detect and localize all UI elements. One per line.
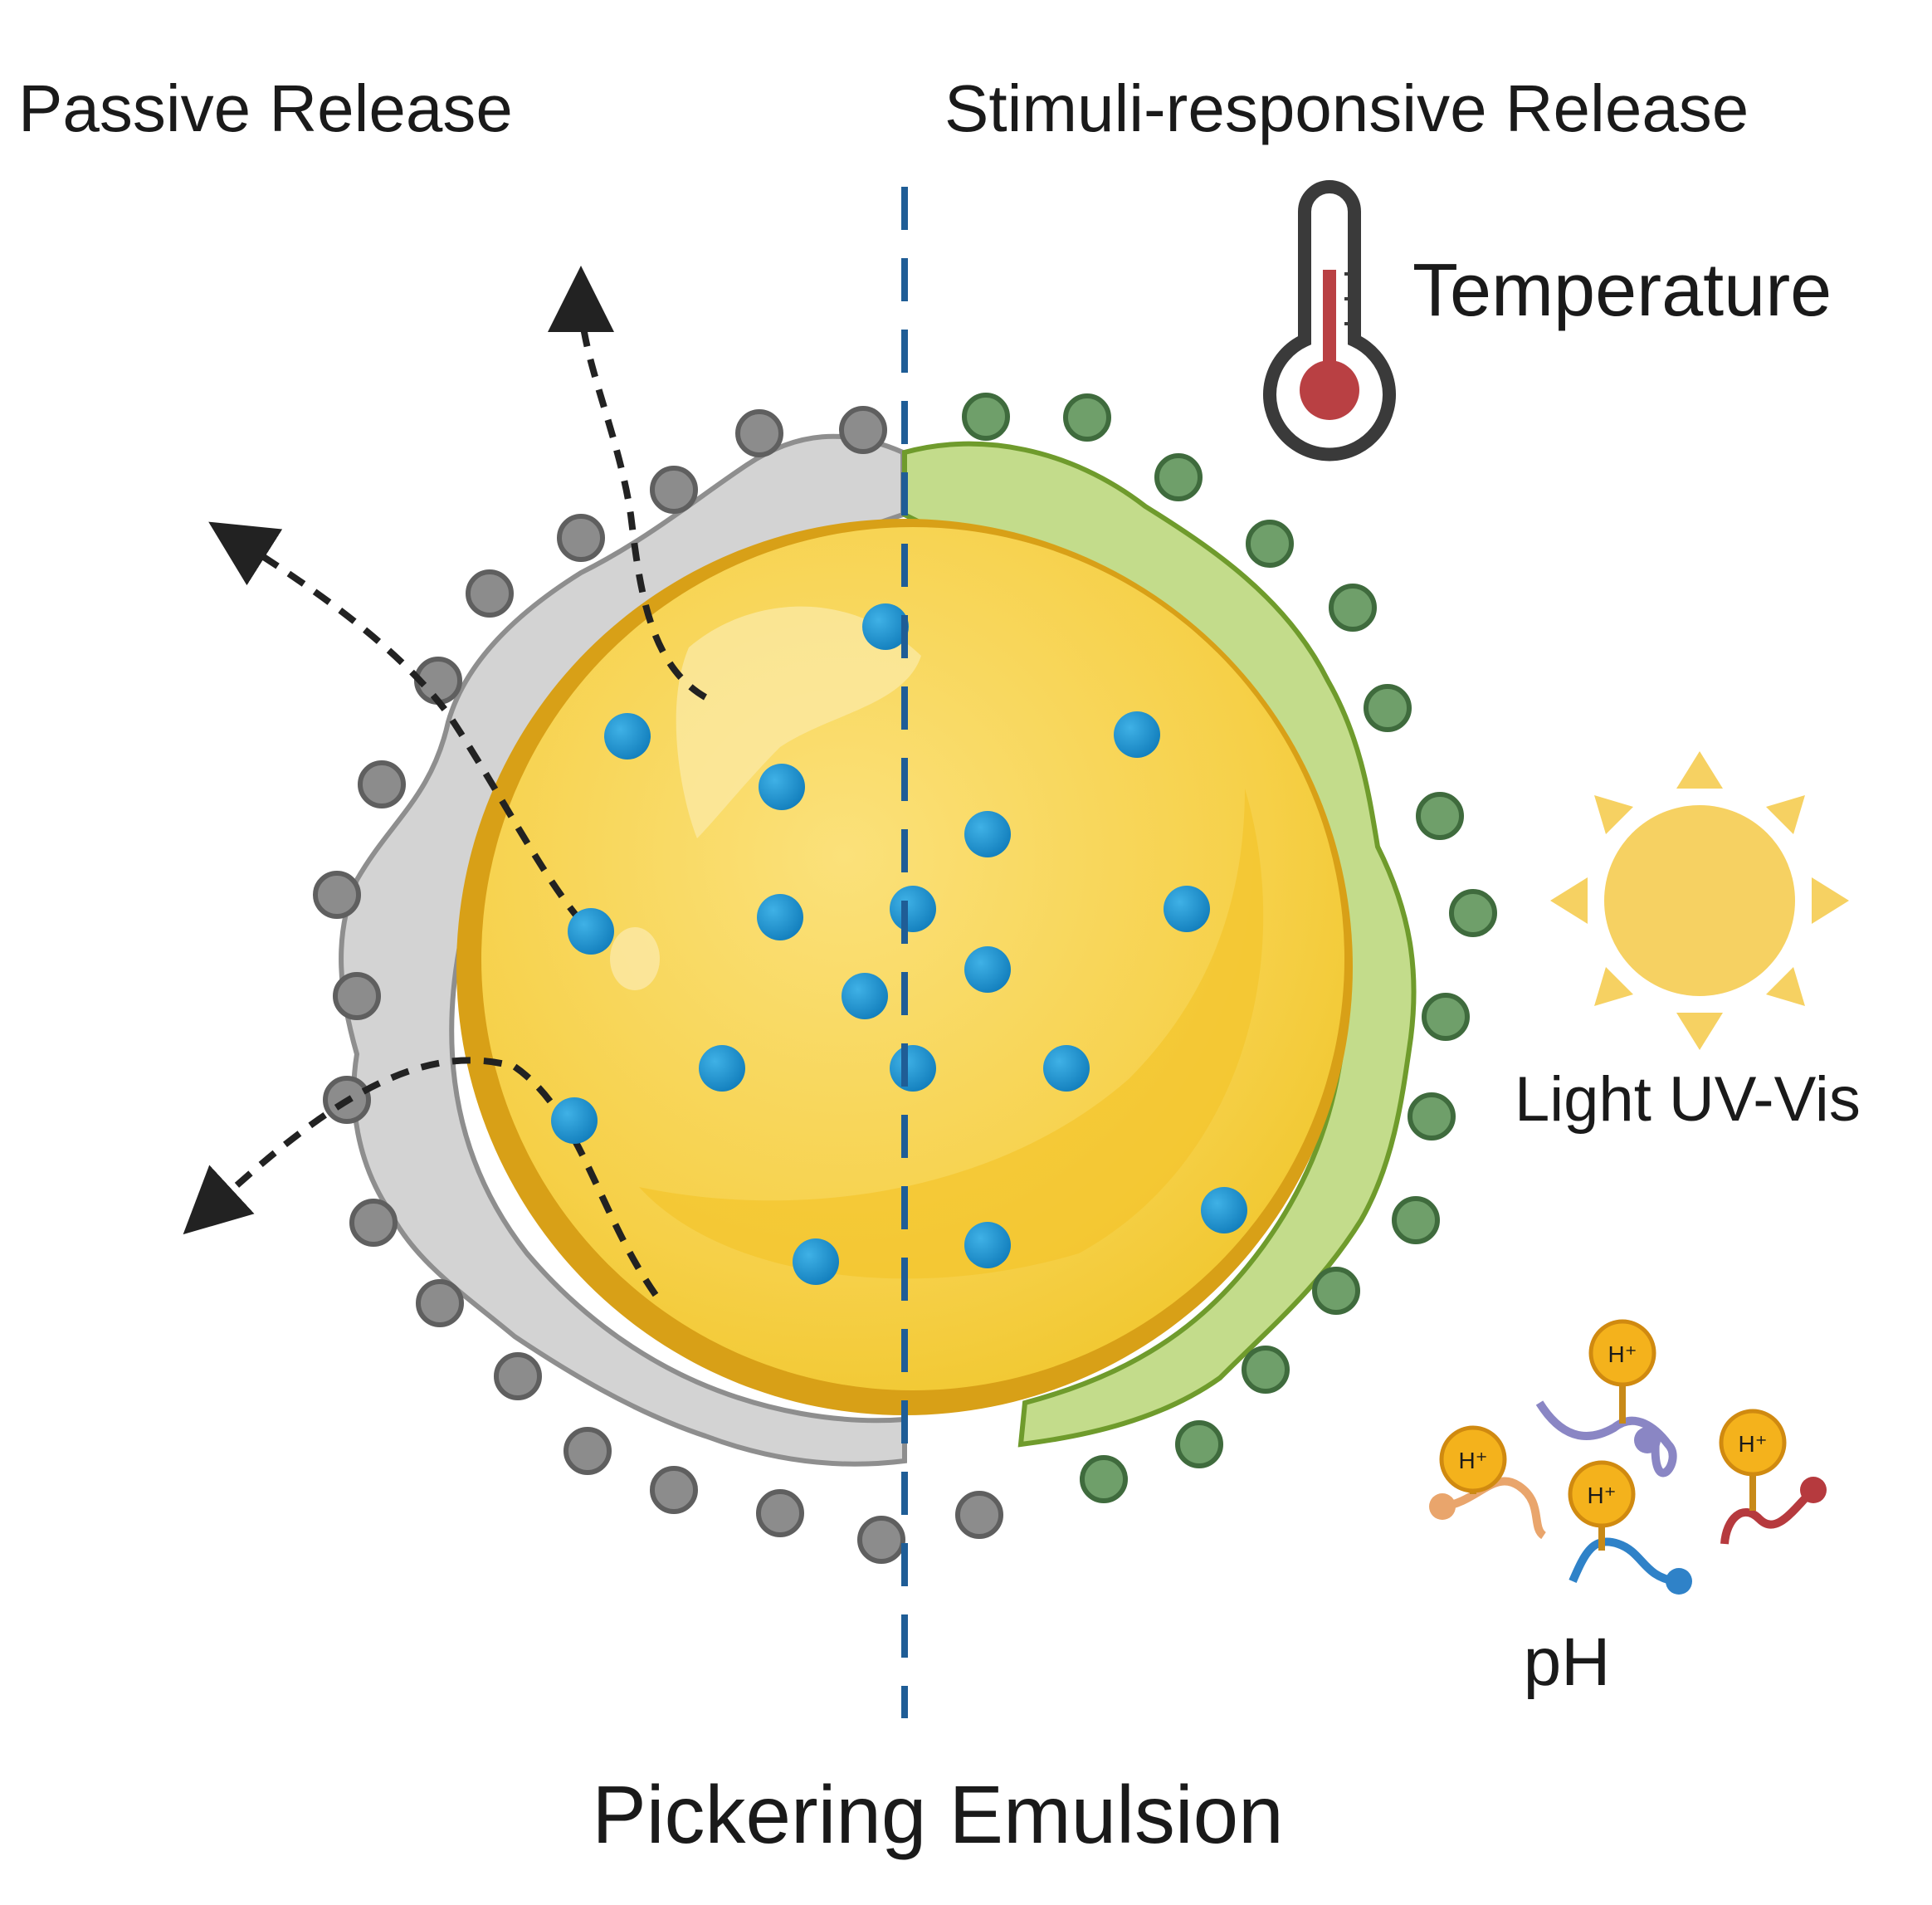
release-arrow-icon <box>548 266 707 701</box>
responsive-particle-shell <box>902 393 1497 1503</box>
release-arrow-icon <box>183 1057 659 1297</box>
diagram-title: Pickering Emulsion <box>592 1769 1283 1860</box>
stimuli-responsive-label: Stimuli-responsive Release <box>944 71 1749 145</box>
light-uv-vis-label: Light UV-Vis <box>1515 1064 1861 1135</box>
ph-label: pH <box>1524 1624 1611 1700</box>
proton-label: H⁺ <box>1459 1448 1488 1473</box>
passive-particle-shell <box>313 406 1003 1564</box>
ph-molecule-icon <box>1429 1319 1827 1595</box>
release-arrow-icon <box>208 521 584 924</box>
payload-molecules <box>551 603 1247 1285</box>
proton-label: H⁺ <box>1608 1341 1637 1367</box>
sun-icon <box>1550 751 1849 1050</box>
proton-label: H⁺ <box>1588 1482 1617 1508</box>
temperature-label: Temperature <box>1412 249 1832 332</box>
proton-label: H⁺ <box>1739 1431 1768 1457</box>
passive-release-label: Passive Release <box>18 71 513 145</box>
thermometer-icon <box>1263 180 1396 462</box>
release-arrows <box>183 266 707 1297</box>
